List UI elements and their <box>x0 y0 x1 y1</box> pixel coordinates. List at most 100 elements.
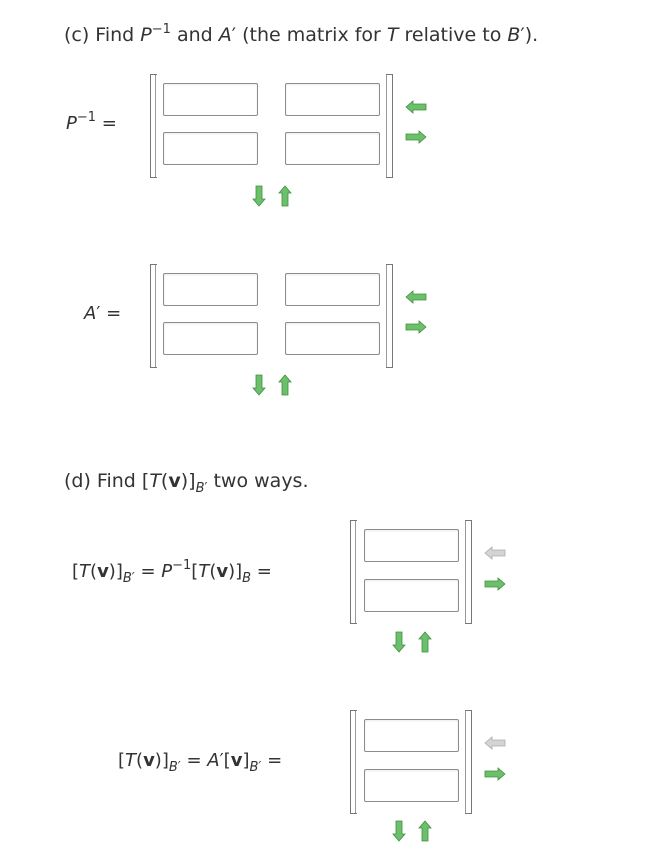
pinv-cell-2-2[interactable] <box>285 132 380 165</box>
eq1-rhs-open: [ <box>191 561 199 582</box>
pinv-add-column-button[interactable] <box>405 130 427 144</box>
eq2-label: [T(v)]B′ = A′[v]B′ = <box>118 750 283 774</box>
arrow-down-icon <box>392 631 406 653</box>
part-c-suffix1: (the matrix for <box>236 24 387 46</box>
eq2-rhs-open: [ <box>223 750 231 771</box>
eq2-cell-2[interactable] <box>364 769 459 802</box>
eq2-rhs-close: ] <box>242 750 250 771</box>
pinv-label-eq: = <box>96 113 117 134</box>
arrow-right-icon <box>484 577 506 591</box>
arrow-up-icon <box>418 820 432 842</box>
eq2-T: T <box>125 750 137 771</box>
eq1-right-bracket <box>465 520 472 624</box>
pinv-cell-1-2[interactable] <box>285 83 380 116</box>
part-c-mid: and <box>170 24 219 46</box>
part-c-exp: −1 <box>151 22 171 37</box>
pinv-left-bracket <box>150 74 157 178</box>
part-c-P: P <box>140 24 152 46</box>
part-d-sub-prime: ′ <box>204 481 208 496</box>
eq1-P: P <box>161 561 173 582</box>
eq2-paren-close: )] <box>154 750 169 771</box>
eq1-v: v <box>97 561 109 582</box>
part-d-open: ( <box>160 470 169 492</box>
pinv-cell-1-1[interactable] <box>163 83 258 116</box>
part-d-v: v <box>168 470 181 492</box>
eq1-add-column-button[interactable] <box>484 577 506 591</box>
eq1-lhs-open: [ <box>72 561 80 582</box>
part-c-A: A <box>218 24 232 46</box>
eq1-left-bracket <box>350 520 357 624</box>
eq2-eq: = <box>180 750 208 771</box>
part-c-T: T <box>386 24 399 46</box>
aprime-label-eq: = <box>100 303 122 324</box>
pinv-label-exp: −1 <box>76 110 97 125</box>
eq1-paren-open2: ( <box>209 561 217 582</box>
aprime-label-A: A <box>84 303 97 324</box>
part-c-heading: (c) Find P−1 and A′ (the matrix for T re… <box>64 22 539 46</box>
arrow-right-icon <box>405 320 427 334</box>
arrow-left-icon <box>484 736 506 750</box>
part-c-prime: ′ <box>231 24 237 46</box>
arrow-up-icon <box>278 185 292 207</box>
eq1-sub2: B <box>242 571 252 586</box>
pinv-label-P: P <box>66 113 77 134</box>
eq1-v2: v <box>216 561 229 582</box>
eq1-eq: = <box>134 561 162 582</box>
aprime-cell-1-2[interactable] <box>285 273 380 306</box>
arrow-down-icon <box>392 820 406 842</box>
aprime-cell-2-1[interactable] <box>163 322 258 355</box>
eq1-cell-1[interactable] <box>364 529 459 562</box>
eq2-remove-column-button[interactable] <box>484 736 506 750</box>
eq2-add-row-button[interactable] <box>392 820 406 842</box>
eq1-paren-open: ( <box>90 561 98 582</box>
eq2-v: v <box>143 750 155 771</box>
eq1-label: [T(v)]B′ = P−1[T(v)]B = <box>72 559 272 585</box>
eq1-T2: T <box>198 561 210 582</box>
part-c-prefix: (c) Find <box>64 24 141 46</box>
aprime-right-bracket <box>386 264 393 368</box>
part-d-heading: (d) Find [T(v)]B′ two ways. <box>64 470 309 495</box>
part-c-suffix2: relative to <box>398 24 508 46</box>
eq2-prime: ′ <box>219 750 224 771</box>
eq2-v2: v <box>230 750 243 771</box>
aprime-left-bracket <box>150 264 157 368</box>
eq2-cell-1[interactable] <box>364 719 459 752</box>
arrow-left-icon <box>484 546 506 560</box>
eq1-paren-close: )] <box>108 561 123 582</box>
eq1-cell-2[interactable] <box>364 579 459 612</box>
eq2-sub2: B′ <box>249 760 262 775</box>
eq1-remove-row-button[interactable] <box>418 631 432 653</box>
eq2-A: A <box>207 750 220 771</box>
aprime-remove-column-button[interactable] <box>405 290 427 304</box>
arrow-up-icon <box>278 374 292 396</box>
aprime-add-column-button[interactable] <box>405 320 427 334</box>
part-d-sub-B: B <box>195 481 205 496</box>
eq2-remove-row-button[interactable] <box>418 820 432 842</box>
pinv-remove-column-button[interactable] <box>405 100 427 114</box>
eq1-T: T <box>79 561 91 582</box>
eq2-left-bracket <box>350 710 357 814</box>
part-c-suffix3: ′). <box>520 24 539 46</box>
arrow-up-icon <box>418 631 432 653</box>
aprime-remove-row-button[interactable] <box>278 374 292 396</box>
pinv-add-row-button[interactable] <box>252 185 266 207</box>
part-d-prefix: (d) Find [ <box>64 470 150 492</box>
part-d-suffix: two ways. <box>207 470 309 492</box>
arrow-right-icon <box>405 130 427 144</box>
aprime-cell-2-2[interactable] <box>285 322 380 355</box>
arrow-right-icon <box>484 767 506 781</box>
aprime-label-prime: ′ <box>96 303 101 324</box>
eq1-sub: B′ <box>122 571 135 586</box>
aprime-add-row-button[interactable] <box>252 374 266 396</box>
arrow-left-icon <box>405 100 427 114</box>
eq1-remove-column-button[interactable] <box>484 546 506 560</box>
eq2-tail: = <box>261 750 283 771</box>
eq2-add-column-button[interactable] <box>484 767 506 781</box>
eq1-add-row-button[interactable] <box>392 631 406 653</box>
arrow-left-icon <box>405 290 427 304</box>
pinv-remove-row-button[interactable] <box>278 185 292 207</box>
aprime-cell-1-1[interactable] <box>163 273 258 306</box>
pinv-cell-2-1[interactable] <box>163 132 258 165</box>
arrow-down-icon <box>252 374 266 396</box>
arrow-down-icon <box>252 185 266 207</box>
